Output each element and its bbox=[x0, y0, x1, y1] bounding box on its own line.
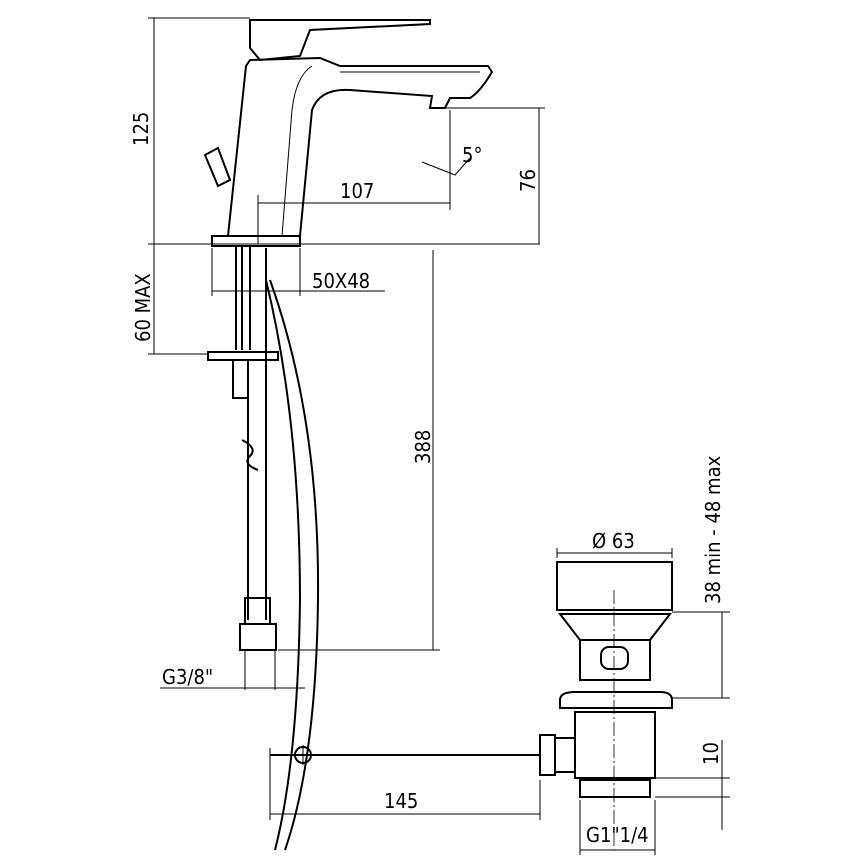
dim-spout-angle: 5° bbox=[462, 143, 482, 167]
dim-drain-thread-height: 10 bbox=[699, 742, 723, 765]
dim-rod-length: 145 bbox=[384, 789, 418, 813]
dim-drain-diameter: Ø 63 bbox=[592, 529, 635, 553]
dim-deck-thickness: 60 MAX bbox=[131, 273, 155, 342]
dim-height-total: 125 bbox=[129, 112, 153, 146]
mounting-assembly bbox=[207, 246, 320, 851]
dim-base-size: 50X48 bbox=[312, 269, 370, 293]
dim-spout-reach: 107 bbox=[340, 179, 374, 203]
dim-hose-thread: G3/8" bbox=[162, 665, 213, 689]
dim-hose-length: 388 bbox=[411, 430, 435, 464]
dim-drain-range: 38 min - 48 max bbox=[701, 455, 725, 604]
dimension-lines bbox=[148, 17, 730, 855]
drain-assembly bbox=[270, 561, 673, 850]
dim-spout-height: 76 bbox=[516, 169, 540, 192]
faucet-body bbox=[203, 19, 494, 247]
dim-drain-thread: G1"1/4 bbox=[586, 823, 649, 847]
